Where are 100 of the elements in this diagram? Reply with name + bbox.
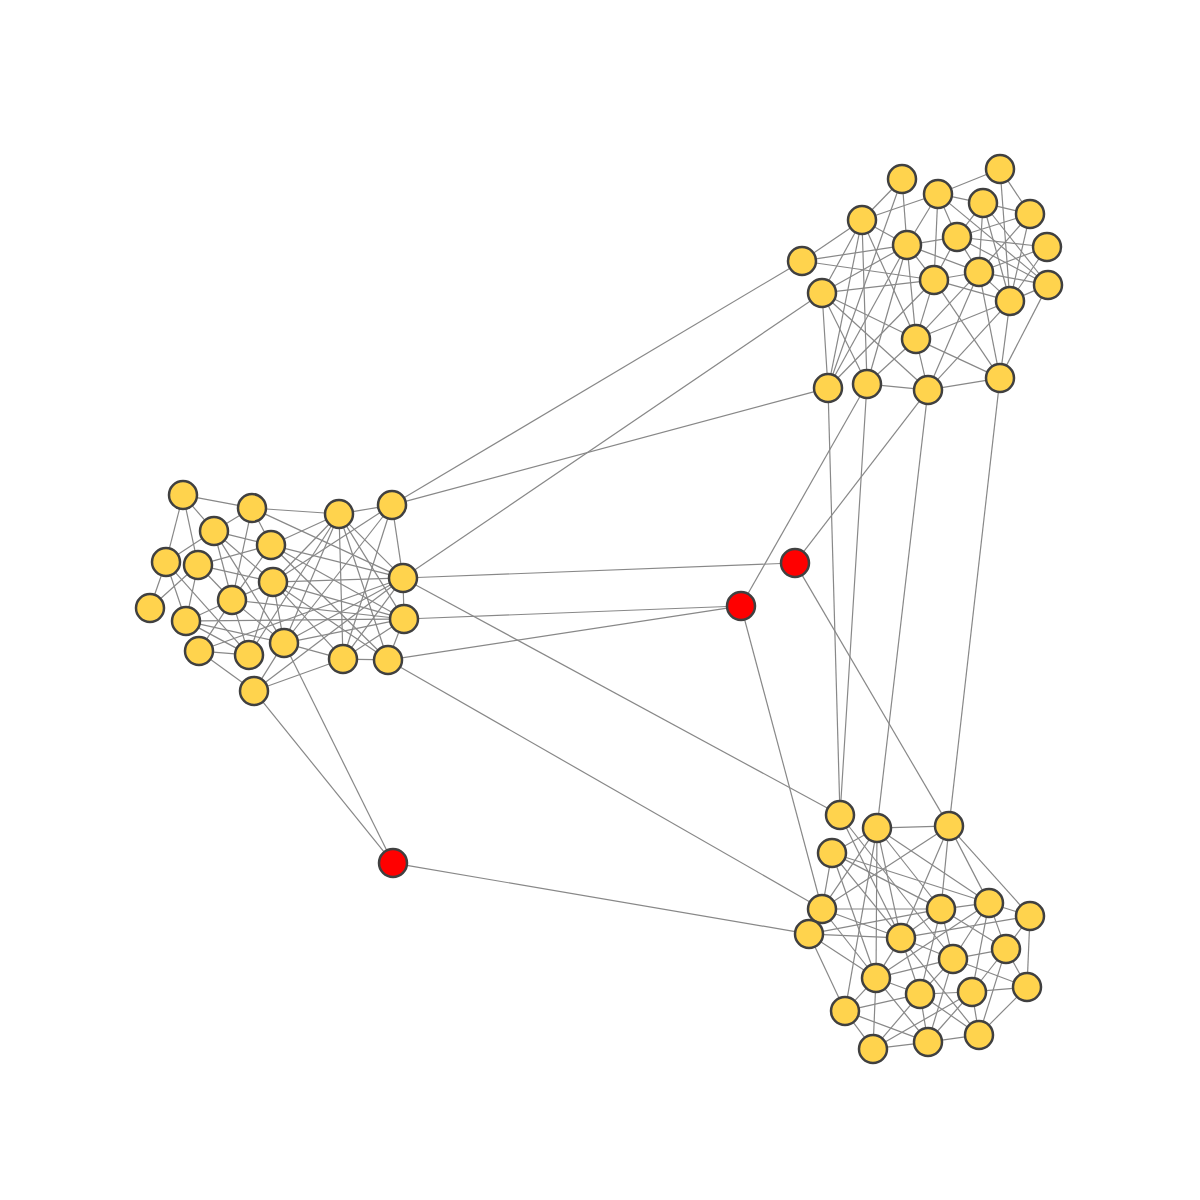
edge-line bbox=[227, 533, 258, 543]
network-node bbox=[912, 1026, 944, 1058]
edge-line bbox=[1013, 926, 1023, 939]
edge-line bbox=[880, 384, 915, 390]
edge-line bbox=[260, 654, 278, 680]
network-node bbox=[829, 995, 861, 1027]
network-node bbox=[963, 1019, 995, 1051]
network-node bbox=[956, 976, 988, 1008]
edge-line bbox=[392, 631, 400, 648]
edge-line bbox=[814, 946, 840, 999]
edge-line bbox=[185, 508, 196, 552]
network-node bbox=[233, 639, 265, 671]
edge-line bbox=[1022, 289, 1036, 297]
network-node bbox=[268, 627, 300, 659]
edge-line bbox=[858, 996, 907, 1009]
edge-line bbox=[873, 226, 896, 239]
edge-line bbox=[286, 577, 390, 583]
edge-line bbox=[957, 835, 1022, 907]
edge-line bbox=[211, 567, 260, 580]
edge-line bbox=[274, 595, 283, 630]
edge-line bbox=[820, 941, 865, 971]
edge-line bbox=[941, 839, 949, 896]
edge-line bbox=[879, 841, 899, 925]
edge-line bbox=[212, 651, 236, 655]
edge-line bbox=[822, 934, 888, 938]
edge-line bbox=[827, 401, 841, 802]
edge-line bbox=[888, 982, 908, 990]
edge-line bbox=[206, 611, 225, 640]
edge-line bbox=[414, 584, 829, 809]
edge-line bbox=[884, 998, 961, 1043]
edge-line bbox=[406, 864, 796, 933]
network-node bbox=[1014, 900, 1046, 932]
edge-line bbox=[884, 988, 920, 1032]
edge-line bbox=[265, 508, 326, 514]
edge-line bbox=[264, 585, 393, 684]
edge-line bbox=[266, 663, 331, 687]
edge-line bbox=[199, 618, 391, 622]
network-node bbox=[182, 549, 214, 581]
edge-line bbox=[941, 1036, 966, 1041]
edge-line bbox=[876, 347, 907, 376]
edge-line bbox=[836, 865, 872, 966]
edge-line bbox=[174, 571, 241, 646]
edge-line bbox=[965, 963, 1015, 983]
edge-line bbox=[840, 863, 893, 928]
edge-line bbox=[915, 255, 926, 270]
network-node bbox=[904, 978, 936, 1010]
edge-line bbox=[823, 866, 831, 896]
network-node bbox=[257, 566, 289, 598]
edge-line bbox=[197, 627, 238, 649]
edge-line bbox=[414, 300, 811, 571]
network-node bbox=[1031, 231, 1063, 263]
edge-line bbox=[848, 825, 945, 949]
network-node bbox=[860, 962, 892, 994]
network-node bbox=[793, 918, 825, 950]
edge-line bbox=[295, 584, 392, 637]
network-node bbox=[886, 163, 918, 195]
edge-line bbox=[188, 578, 196, 608]
edge-line bbox=[980, 959, 998, 982]
edge-line bbox=[833, 251, 896, 287]
edge-line bbox=[399, 666, 811, 903]
edge-line bbox=[943, 206, 952, 225]
edge-line bbox=[928, 344, 988, 373]
edge-line bbox=[220, 542, 278, 632]
edge-line bbox=[909, 948, 971, 1025]
network-node bbox=[912, 374, 944, 406]
network-node bbox=[1014, 198, 1046, 230]
edge-line bbox=[844, 856, 977, 900]
edge-line bbox=[285, 585, 392, 616]
edge-line bbox=[403, 267, 791, 499]
edge-line bbox=[966, 951, 993, 957]
network-node bbox=[786, 245, 818, 277]
edge-line bbox=[177, 538, 203, 555]
network-node bbox=[846, 204, 878, 236]
network-node bbox=[323, 498, 355, 530]
network-node bbox=[377, 847, 409, 879]
edge-line bbox=[882, 949, 895, 967]
edge-line bbox=[264, 513, 391, 573]
edge-line bbox=[288, 526, 335, 631]
edge-line bbox=[874, 197, 926, 217]
network-node bbox=[387, 562, 419, 594]
edge-line bbox=[913, 205, 932, 234]
edge-line bbox=[968, 242, 1037, 280]
edge-line bbox=[284, 547, 390, 576]
network-node bbox=[134, 592, 166, 624]
network-node bbox=[900, 323, 932, 355]
edge-line bbox=[348, 523, 394, 569]
network-node bbox=[376, 489, 408, 521]
network-node bbox=[327, 643, 359, 675]
edge-line bbox=[996, 205, 1017, 212]
network-node bbox=[994, 285, 1026, 317]
network-node bbox=[990, 933, 1022, 965]
network-node bbox=[198, 515, 230, 547]
edge-line bbox=[987, 223, 1022, 263]
edge-line bbox=[207, 574, 223, 591]
edge-line bbox=[970, 237, 1034, 247]
edge-line bbox=[280, 554, 379, 651]
edge-line bbox=[886, 1043, 915, 1048]
network-node bbox=[984, 153, 1016, 185]
edge-line bbox=[902, 192, 907, 232]
edge-line bbox=[1027, 929, 1030, 974]
